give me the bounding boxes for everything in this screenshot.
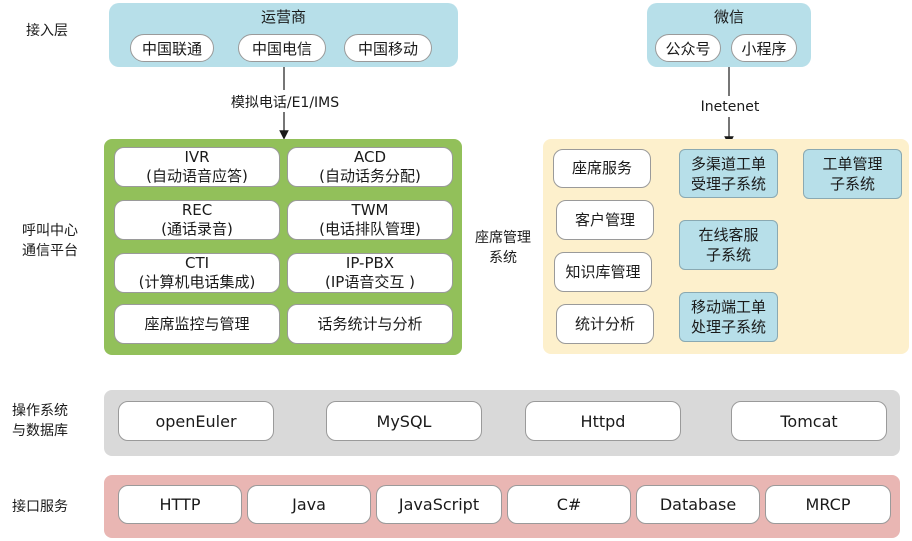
db-mysql: MySQL [326,401,482,441]
module-cti: CTI (计算机电话集成) [114,253,280,293]
interface-javascript: JavaScript [376,485,502,524]
layer-label-interface: 接口服务 [12,499,68,515]
module-ivr: IVR (自动语音应答) [114,147,280,187]
module-ip-pbx: IP-PBX (IP语音交互 ) [287,253,453,293]
subsystem-online-service: 在线客服 子系统 [679,220,778,270]
interface-java: Java [247,485,371,524]
interface-http: HTTP [118,485,242,524]
interface-mrcp: MRCP [765,485,891,524]
wechat-title: 微信 [713,7,744,26]
subsystem-multichannel-ticket: 多渠道工单 受理子系统 [679,149,778,198]
carrier-mobile: 中国移动 [344,34,432,62]
seat-system-label: 座席管理 系统 [475,230,531,266]
carrier-telecom: 中国电信 [238,34,326,62]
module-rec: REC (通话录音) [114,200,280,240]
server-httpd: Httpd [525,401,681,441]
layer-label-os-db: 操作系统 与数据库 [12,403,68,439]
carrier-unicom: 中国联通 [130,34,214,62]
os-openeuler: openEuler [118,401,274,441]
arrow-label-telephony: 模拟电话/E1/IMS [230,95,340,111]
statistical-analysis: 统计分析 [556,304,654,344]
interface-csharp: C# [507,485,631,524]
module-twm: TWM (电话排队管理) [287,200,453,240]
module-traffic-statistics: 话务统计与分析 [287,304,453,344]
module-seat-monitoring: 座席监控与管理 [114,304,280,344]
arrow-label-internet: Inetenet [700,99,760,115]
seat-service: 座席服务 [553,149,651,188]
server-tomcat: Tomcat [731,401,887,441]
carrier-title: 运营商 [260,7,306,26]
interface-database: Database [636,485,760,524]
subsystem-mobile-ticket: 移动端工单 处理子系统 [679,292,778,342]
module-acd: ACD (自动话务分配) [287,147,453,187]
wechat-official-account: 公众号 [655,34,721,62]
wechat-mini-program: 小程序 [731,34,797,62]
subsystem-ticket-management: 工单管理 子系统 [803,149,902,199]
knowledge-base-management: 知识库管理 [554,252,652,292]
layer-label-access: 接入层 [26,23,68,39]
layer-label-callcenter: 呼叫中心 通信平台 [22,223,78,259]
customer-management: 客户管理 [556,200,654,240]
